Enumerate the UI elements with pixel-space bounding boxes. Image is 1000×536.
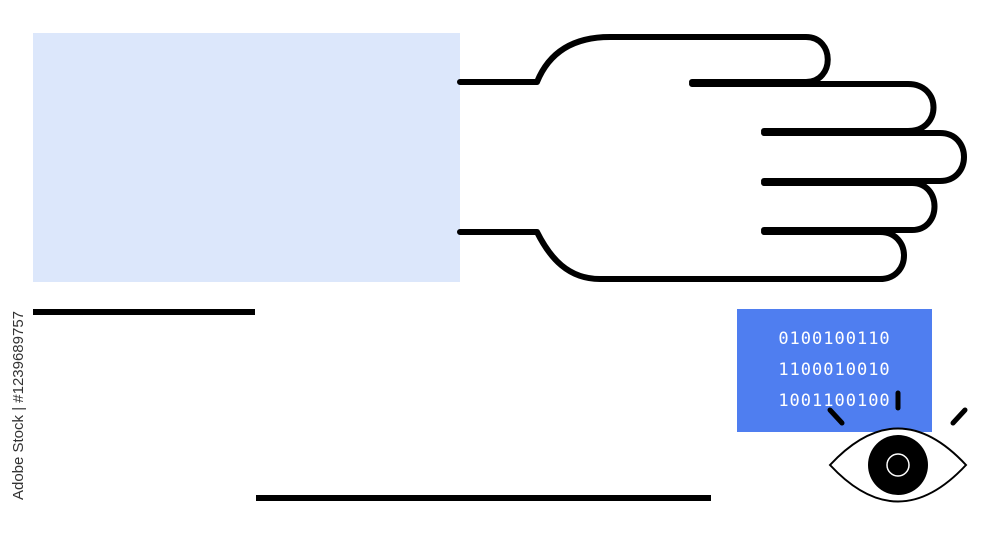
accent-line-short [33, 309, 255, 315]
binary-row: 0100100110 [778, 329, 891, 349]
binary-code-icon: 0100100110 1100010010 1001100100 [737, 309, 932, 432]
sleeve-block [33, 33, 460, 282]
stock-id-text: Adobe Stock | #1239689757 [10, 310, 28, 500]
accent-line-long [256, 495, 711, 501]
binary-row: 1001100100 [778, 391, 891, 411]
binary-row: 1100010010 [778, 360, 891, 380]
stock-watermark: Adobe Stock | #1239689757 [10, 290, 28, 520]
